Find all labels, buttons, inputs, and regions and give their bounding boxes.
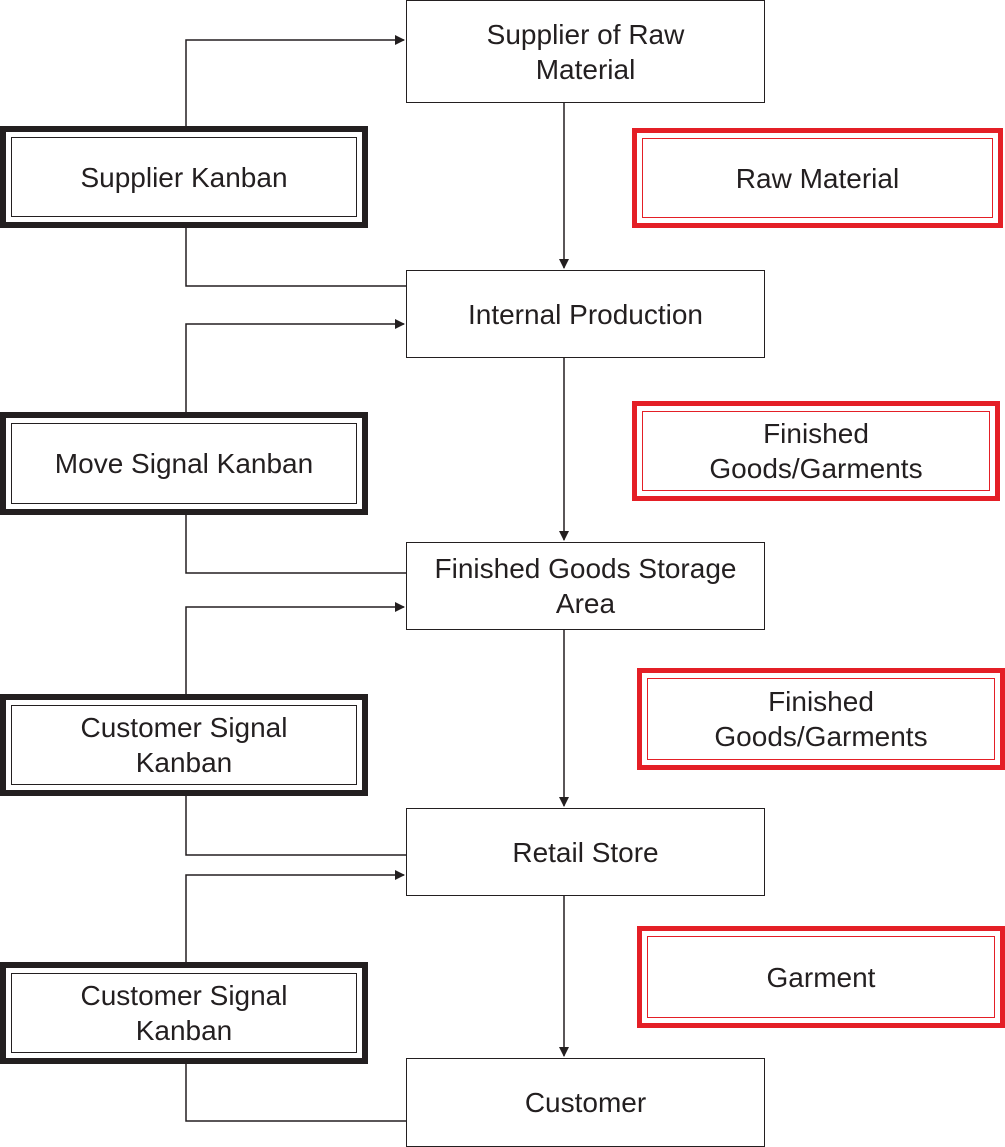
node-label: Supplier of Raw Material — [486, 18, 685, 85]
material-raw-material: Raw Material — [632, 128, 1003, 228]
node-label: Internal Production — [467, 298, 704, 330]
node-label: Finished Goods Storage Area — [434, 553, 737, 619]
kanban-customer-signal-1: Customer Signal Kanban — [0, 694, 368, 796]
material-label: Finished Goods/Garments — [709, 418, 923, 484]
kanban-customer-signal-2: Customer Signal Kanban — [0, 962, 368, 1064]
kanban-move-signal: Move Signal Kanban — [0, 412, 368, 515]
kanban-line-move-out — [185, 319, 405, 414]
node-internal-production: Internal Production — [406, 270, 765, 358]
kanban-label: Customer Signal Kanban — [80, 712, 288, 778]
kanban-line-supplier-in — [185, 226, 406, 287]
node-label: Customer — [524, 1087, 647, 1118]
material-label: Garment — [766, 961, 876, 993]
kanban-label: Customer Signal Kanban — [80, 980, 288, 1046]
material-label: Finished Goods/Garments — [714, 686, 928, 752]
kanban-line-supplier-out — [185, 35, 405, 128]
kanban-line-move-in — [185, 513, 406, 574]
kanban-line-customer1-out — [185, 602, 405, 696]
node-finished-goods-storage-area: Finished Goods Storage Area — [406, 542, 765, 630]
material-finished-goods-1: Finished Goods/Garments — [632, 401, 1000, 501]
kanban-line-customer1-in — [185, 794, 406, 856]
kanban-line-customer2-out — [185, 870, 405, 964]
node-label: Retail Store — [512, 836, 659, 868]
kanban-supplier: Supplier Kanban — [0, 126, 368, 228]
node-supplier-of-raw-material: Supplier of Raw Material — [406, 0, 765, 103]
kanban-label: Move Signal Kanban — [54, 448, 314, 479]
kanban-label: Supplier Kanban — [80, 161, 288, 193]
material-finished-goods-2: Finished Goods/Garments — [637, 668, 1005, 770]
node-retail-store: Retail Store — [406, 808, 765, 896]
material-label: Raw Material — [735, 162, 900, 194]
node-customer: Customer — [406, 1058, 765, 1147]
kanban-line-customer2-in — [185, 1062, 406, 1122]
material-garment: Garment — [637, 926, 1005, 1028]
